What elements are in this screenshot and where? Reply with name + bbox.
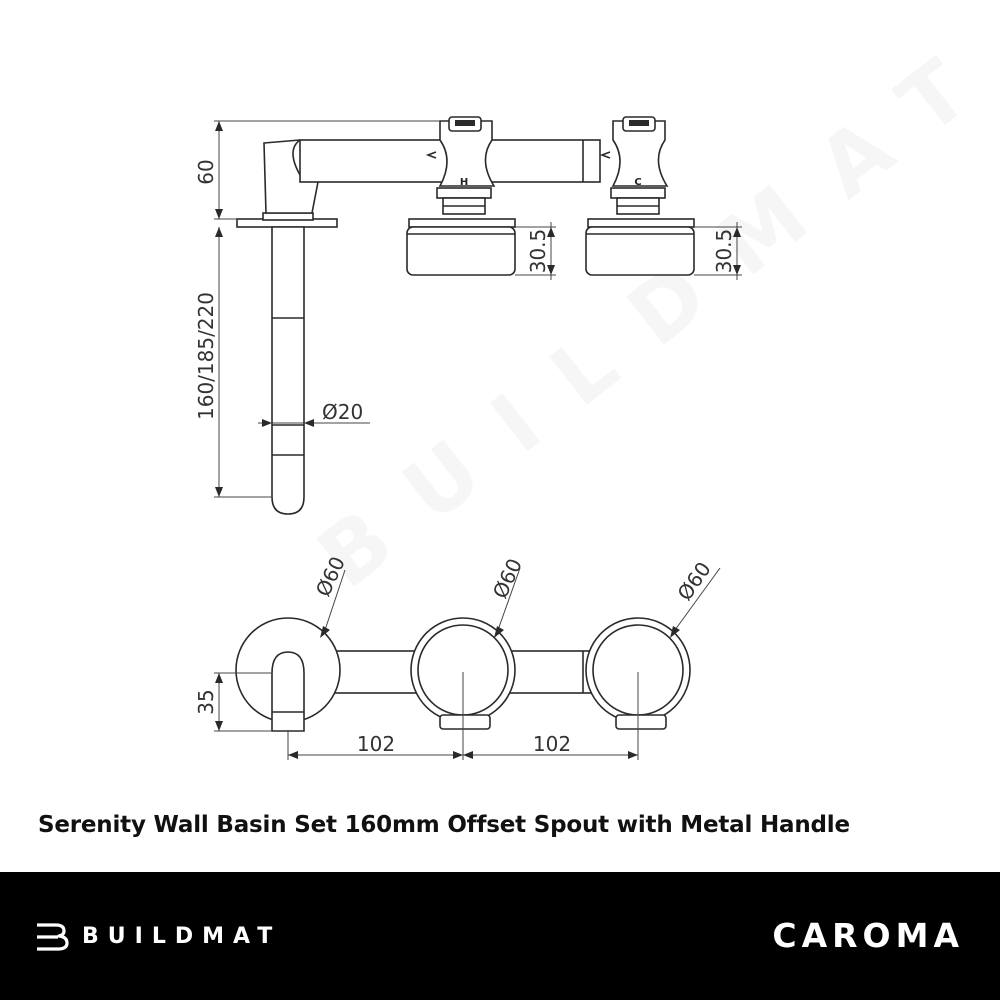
wall-plate-collar (262, 212, 314, 221)
dim-handle-height-left: 30.5 (526, 229, 550, 274)
dim-spout-length: 160/185/220 (194, 292, 218, 420)
hot-valve (406, 116, 516, 276)
footer-bar: BUILDMAT CAROMA (0, 872, 1000, 1000)
dim-handle-height-right: 30.5 (712, 229, 736, 274)
dim-plate-dia-3: Ø60 (672, 557, 715, 605)
cold-handle-cap (585, 226, 695, 276)
spout-pipe (271, 226, 305, 515)
dim-spout-diameter: Ø20 (322, 400, 363, 424)
cold-label: C (634, 177, 641, 188)
buildmat-b-icon (37, 923, 69, 951)
spout-outlet (271, 651, 305, 732)
dim-spacing-1: 102 (357, 732, 395, 756)
dim-offset-35: 35 (194, 689, 218, 714)
side-elevation: H C 60 160/185/220 Ø (194, 116, 742, 515)
hot-label: H (460, 177, 468, 188)
cold-valve (585, 116, 695, 276)
technical-drawing: H C 60 160/185/220 Ø (194, 116, 742, 760)
product-title: Serenity Wall Basin Set 160mm Offset Spo… (38, 812, 850, 838)
dim-plate-dia-1: Ø60 (311, 553, 350, 600)
buildmat-logo[interactable]: BUILDMAT (34, 922, 334, 954)
dim-height-60: 60 (194, 159, 218, 184)
dim-spacing-2: 102 (533, 732, 571, 756)
hot-handle-cap (406, 226, 516, 276)
caroma-logo[interactable]: CAROMA (772, 916, 964, 955)
plan-view: Ø60 Ø60 Ø60 35 102 102 (194, 553, 721, 760)
buildmat-wordmark: BUILDMAT (82, 924, 282, 949)
dim-plate-dia-2: Ø60 (488, 555, 527, 602)
